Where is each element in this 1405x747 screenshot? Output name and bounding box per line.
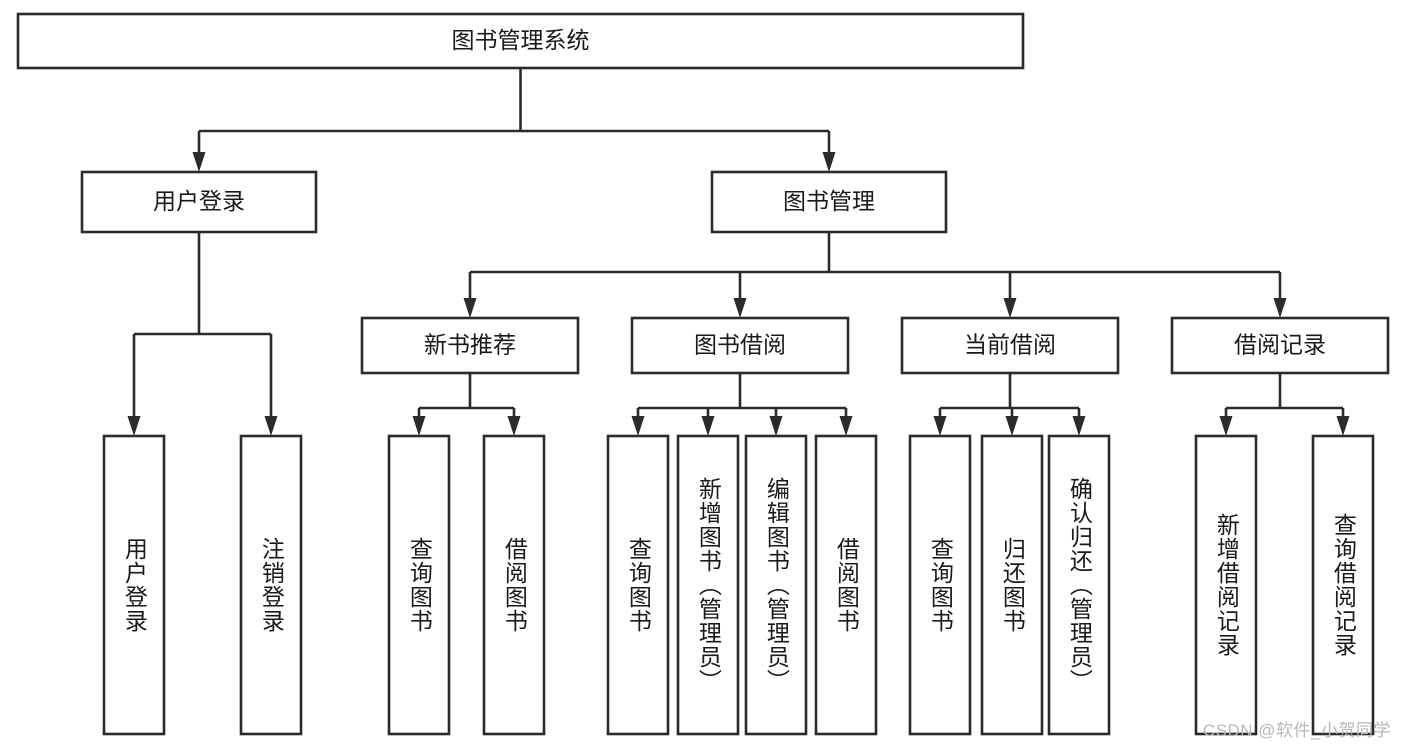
- arrow-head-leaf_2: [264, 416, 278, 436]
- node-box-leaf_3[interactable]: [387, 434, 451, 736]
- arrow-head-leaf_4: [507, 416, 521, 436]
- node-box-l2_1[interactable]: [80, 170, 318, 234]
- node-label-l3_1: 新书推荐: [424, 332, 516, 358]
- node-box-l3_4[interactable]: [1170, 316, 1390, 375]
- node-box-leaf_10[interactable]: [980, 434, 1044, 736]
- connector-layer: [127, 68, 1350, 436]
- arrow-head-leaf_5: [631, 416, 645, 436]
- node-box-layer: [16, 12, 1390, 736]
- node-label-l3_2: 图书借阅: [694, 332, 786, 358]
- arrow-head-leaf_13: [1336, 416, 1350, 436]
- arrow-head-leaf_12: [1219, 416, 1233, 436]
- csdn-watermark: CSDN @软件_小贺同学: [1202, 721, 1391, 740]
- arrow-head-leaf_10: [1005, 416, 1019, 436]
- node-label-l2_2: 图书管理: [783, 188, 875, 214]
- node-box-root[interactable]: [16, 12, 1025, 70]
- arrow-head-leaf_8: [839, 416, 853, 436]
- arrow-head-l3_1: [463, 298, 477, 318]
- node-box-leaf_13[interactable]: [1311, 434, 1375, 736]
- node-box-leaf_11[interactable]: [1047, 434, 1111, 736]
- arrow-head-l3_4: [1273, 298, 1287, 318]
- node-box-leaf_1[interactable]: [102, 434, 166, 736]
- node-label-root: 图书管理系统: [452, 27, 590, 53]
- node-box-leaf_7[interactable]: [744, 434, 808, 736]
- arrow-head-leaf_11: [1072, 416, 1086, 436]
- node-label-l3_4: 借阅记录: [1234, 332, 1326, 358]
- arrow-head-l2_1: [192, 152, 206, 172]
- node-label-l2_1: 用户登录: [153, 188, 245, 214]
- node-box-l3_1[interactable]: [360, 316, 580, 375]
- arrow-head-l2_2: [822, 152, 836, 172]
- node-box-l2_2[interactable]: [710, 170, 948, 234]
- node-box-l3_2[interactable]: [630, 316, 850, 375]
- node-box-leaf_6[interactable]: [676, 434, 740, 736]
- node-label-l3_3: 当前借阅: [964, 332, 1056, 358]
- node-box-leaf_5[interactable]: [606, 434, 670, 736]
- arrow-head-leaf_7: [769, 416, 783, 436]
- arrow-head-leaf_9: [933, 416, 947, 436]
- arrow-head-l3_3: [1003, 298, 1017, 318]
- node-box-leaf_8[interactable]: [814, 434, 878, 736]
- arrow-head-l3_2: [733, 298, 747, 318]
- arrow-head-leaf_3: [412, 416, 426, 436]
- node-box-leaf_2[interactable]: [239, 434, 303, 736]
- arrow-head-leaf_1: [127, 416, 141, 436]
- node-box-leaf_9[interactable]: [908, 434, 972, 736]
- arrow-head-leaf_6: [701, 416, 715, 436]
- node-box-l3_3[interactable]: [900, 316, 1120, 375]
- node-box-leaf_4[interactable]: [482, 434, 546, 736]
- node-box-leaf_12[interactable]: [1194, 434, 1258, 736]
